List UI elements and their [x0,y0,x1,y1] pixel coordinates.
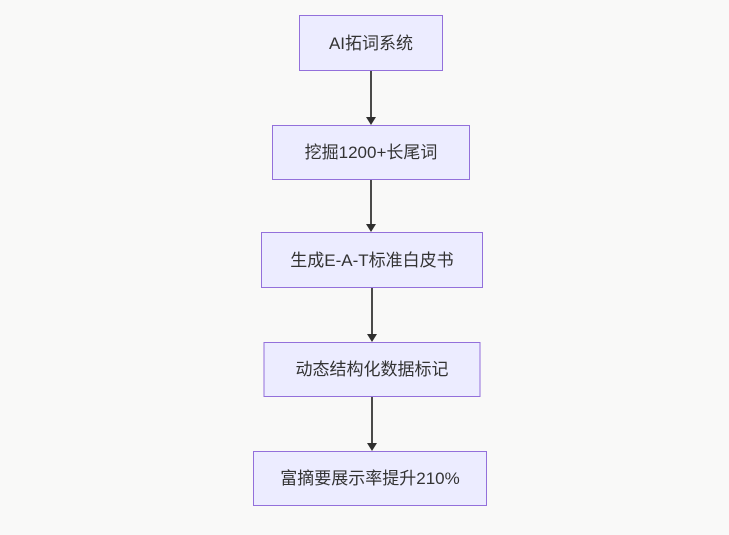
node-label: 生成E-A-T标准白皮书 [290,250,454,270]
arrowhead-icon [366,224,376,232]
node-label: 动态结构化数据标记 [295,360,449,379]
arrow-line [370,180,372,226]
node-label: 富摘要展示率提升210% [280,469,460,488]
flowchart-node-structured-data: 动态结构化数据标记 [263,342,481,397]
arrow-line [371,288,373,336]
arrowhead-icon [367,334,377,342]
arrowhead-icon [366,117,376,125]
flowchart-node-eat-whitepaper: 生成E-A-T标准白皮书 [261,232,483,288]
flowchart-node-rich-snippet-result: 富摘要展示率提升210% [253,451,487,506]
flowchart-node-ai-system: AI拓词系统 [299,15,443,71]
arrow-line [370,71,372,119]
edge-arrow-3 [366,288,378,342]
flowchart-node-longtail-mining: 挖掘1200+长尾词 [272,125,470,180]
arrowhead-icon [367,443,377,451]
arrow-line [371,397,373,445]
edge-arrow-1 [365,71,377,125]
edge-arrow-2 [365,180,377,232]
edge-arrow-4 [366,397,378,451]
node-label: 挖掘1200+长尾词 [304,143,438,162]
node-label: AI拓词系统 [328,33,414,53]
